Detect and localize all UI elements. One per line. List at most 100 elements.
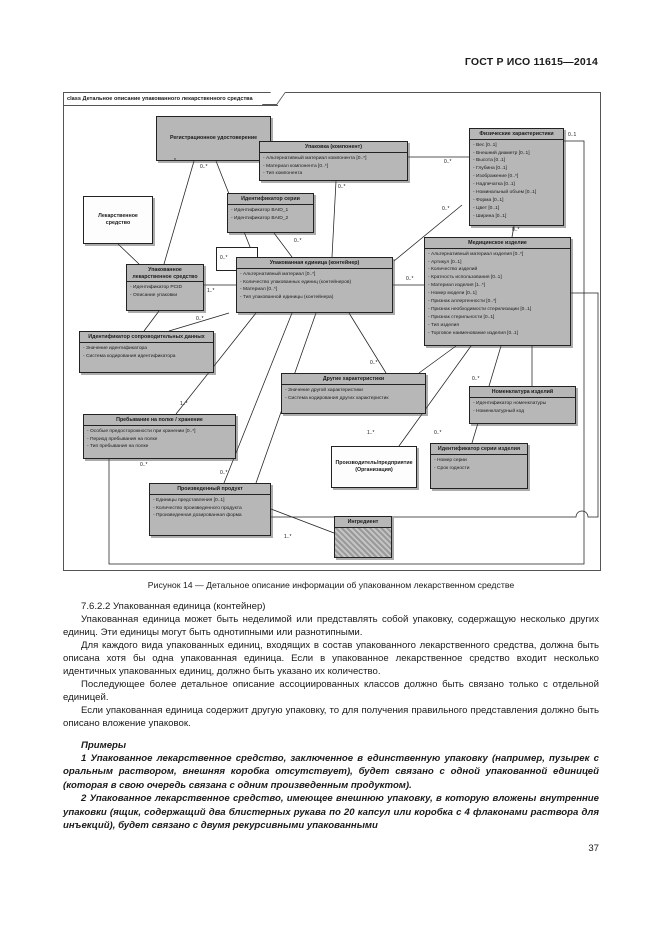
class-title: Номенклатура изделий xyxy=(470,387,575,398)
attribute: Признак стерильности [0..1] xyxy=(428,314,568,322)
class-title: Физические характеристики xyxy=(470,129,563,140)
class-manufacturer-organization: Производитель/предприятие (Организация) xyxy=(331,446,417,488)
attribute: Произведенная дозированная форма xyxy=(153,512,268,520)
multiplicity-label: 1..* xyxy=(367,430,375,436)
attribute: Материал [0..*] xyxy=(240,286,390,294)
class-title: Идентификатор сопроводительных данных xyxy=(80,332,213,343)
multiplicity-label: 0..1 xyxy=(568,132,577,138)
attribute: Период пребывания на полке xyxy=(87,436,233,444)
diagram-title-tab: class Детальное описание упакованного ле… xyxy=(64,93,278,106)
class-manufactured-product: Произведенный продукт Единицы представле… xyxy=(149,483,271,536)
attribute: Тип компонента xyxy=(263,170,405,178)
attribute: Номинальный объем [0..1] xyxy=(473,189,561,197)
attribute: Признак необходимости стерилизации [0..1… xyxy=(428,306,568,314)
class-title: Идентификатор серии xyxy=(228,194,313,205)
attribute: Количество упакованных единиц (контейнер… xyxy=(240,279,390,287)
attribute: Значение идентификатора xyxy=(83,345,211,353)
attribute: Материал изделия [1..*] xyxy=(428,282,568,290)
class-attributes: Единицы представления [0..1] Количество … xyxy=(150,495,270,521)
class-attributes: Значение другой характеристики Система к… xyxy=(282,385,425,403)
class-attributes: Вес [0..1] Внешний диаметр [0..1] Высота… xyxy=(470,140,563,221)
attribute: Идентификатор BAID_1 xyxy=(231,207,311,215)
attribute: Количество произведенного продукта xyxy=(153,505,268,513)
class-physical-characteristics: Физические характеристики Вес [0..1] Вне… xyxy=(469,128,564,226)
multiplicity-label: * xyxy=(174,158,176,164)
class-device-nomenclature: Номенклатура изделий Идентификатор номен… xyxy=(469,386,576,424)
class-shelf-life-storage: Пребывание на полке / хранение Особые пр… xyxy=(83,414,236,459)
class-attributes: Альтернативный материал компонента [0..*… xyxy=(260,153,407,179)
class-title: Произведенный продукт xyxy=(150,484,270,495)
attribute: Единицы представления [0..1] xyxy=(153,497,268,505)
attribute: Идентификатор BAID_2 xyxy=(231,215,311,223)
class-ingredient: Ингредиент xyxy=(334,516,392,558)
class-title: Лекарственное средство xyxy=(98,213,138,226)
attribute: Кратность использования [0..1] xyxy=(428,274,568,282)
multiplicity-label: 1..* xyxy=(180,401,188,407)
class-device-batch-identifier: Идентификатор серии изделия Номер серии … xyxy=(430,443,528,489)
example-paragraph: 2 Упакованное лекарственное средство, им… xyxy=(63,793,599,832)
paragraph: Если упакованная единица содержит другую… xyxy=(63,705,599,729)
class-other-characteristics: Другие характеристики Значение другой ха… xyxy=(281,373,426,414)
ingredient-body-hatch xyxy=(335,527,391,557)
multiplicity-label: 0..* xyxy=(444,159,452,165)
class-packaged-medicinal-product: Упакованное лекарственное средство Идент… xyxy=(126,264,204,311)
attribute: Признак аллергенности [0..*] xyxy=(428,298,568,306)
multiplicity-label: 1..* xyxy=(207,288,215,294)
attribute: Артикул [0..1] xyxy=(428,259,568,267)
attribute: Система кодирования идентификатора xyxy=(83,353,211,361)
attribute: Изображение [0..*] xyxy=(473,173,561,181)
class-title: Регистрационное удостоверение xyxy=(169,135,258,142)
uml-diagram-frame: class Детальное описание упакованного ле… xyxy=(63,92,601,571)
multiplicity-label: 0..* xyxy=(140,462,148,468)
document-header: ГОСТ Р ИСО 11615—2014 xyxy=(464,56,598,68)
examples-title: Примеры xyxy=(81,740,127,751)
class-attributes: Номер серии Срок годности xyxy=(431,455,527,473)
class-attributes: Особые предосторожности при хранении [0.… xyxy=(84,426,235,452)
class-attributes: Идентификатор PCID Описание упаковки xyxy=(127,282,203,300)
attribute: Система кодирования других характеристик xyxy=(285,395,423,403)
paragraph: Последующее более детальное описание асс… xyxy=(63,679,599,703)
attribute: Тип пребывания на полке xyxy=(87,443,233,451)
page-number: 37 xyxy=(588,843,599,855)
class-title: Упакованная единица (контейнер) xyxy=(237,258,392,269)
section-heading: 7.6.2.2 Упакованная единица (контейнер) xyxy=(81,601,266,612)
multiplicity-label: 0..* xyxy=(370,360,378,366)
multiplicity-label: 0..* xyxy=(434,430,442,436)
class-attributes: Альтернативный материал изделия [0..*] А… xyxy=(425,249,570,338)
class-title: Медицинское изделие xyxy=(425,238,570,249)
attribute: Идентификатор PCID xyxy=(130,284,201,292)
paragraph: Для каждого вида упакованных единиц, вхо… xyxy=(63,640,599,677)
multiplicity-label: 0..* xyxy=(512,227,520,233)
class-title: Упаковка (компонент) xyxy=(260,142,407,153)
attribute: Срок годности xyxy=(434,465,525,473)
figure-caption: Рисунок 14 — Детальное описание информац… xyxy=(147,580,515,590)
attribute: Тип упакованной единицы (контейнера) xyxy=(240,294,390,302)
body-text: Рисунок 14 — Детальное описание информац… xyxy=(63,580,599,864)
attribute: Номенклатурный код xyxy=(473,408,573,416)
class-title: Производитель/предприятие (Организация) xyxy=(335,460,413,473)
attribute: Количество изделий xyxy=(428,266,568,274)
attribute: Торговое наименование изделия [0..1] xyxy=(428,330,568,338)
attribute: Значение другой характеристики xyxy=(285,387,423,395)
class-batch-identifier: Идентификатор серии Идентификатор BAID_1… xyxy=(227,193,314,233)
multiplicity-label: 0..* xyxy=(200,164,208,170)
multiplicity-label: 1..* xyxy=(284,534,292,540)
multiplicity-label: 0..* xyxy=(196,316,204,322)
attribute: Идентификатор номенклатуры xyxy=(473,400,573,408)
example-paragraph: 1 Упакованное лекарственное средство, за… xyxy=(63,753,599,791)
class-attributes: Альтернативный материал [0..*] Количеств… xyxy=(237,269,392,303)
class-packaged-unit-container: Упакованная единица (контейнер) Альтерна… xyxy=(236,257,393,313)
multiplicity-label: 0..* xyxy=(442,206,450,212)
class-attributes: Значение идентификатора Система кодирова… xyxy=(80,343,213,361)
attribute: Высота [0..1] xyxy=(473,157,561,165)
diagram-title: class Детальное описание упакованного ле… xyxy=(67,96,253,102)
multiplicity-label: 0..* xyxy=(294,238,302,244)
attribute: Глубина [0..1] xyxy=(473,165,561,173)
class-registration-certificate: Регистрационное удостоверение xyxy=(156,116,271,161)
attribute: Альтернативный материал изделия [0..*] xyxy=(428,251,568,259)
attribute: Альтернативный материал компонента [0..*… xyxy=(263,155,405,163)
attribute: Описание упаковки xyxy=(130,292,201,300)
attribute: Альтернативный материал [0..*] xyxy=(240,271,390,279)
attribute: Тип изделия xyxy=(428,322,568,330)
attribute: Материал компонента [0..*] xyxy=(263,163,405,171)
